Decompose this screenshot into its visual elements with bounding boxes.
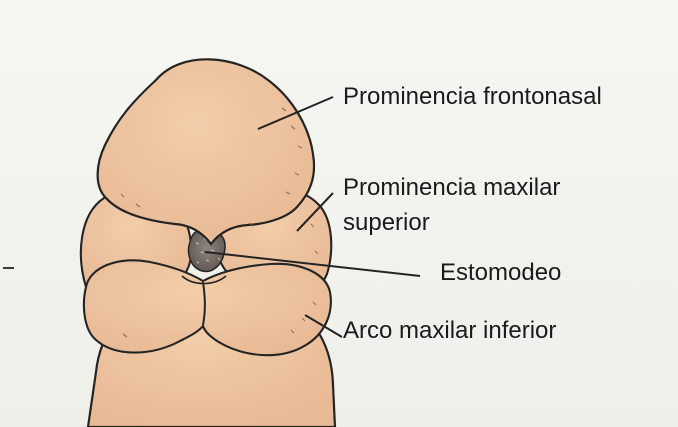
label-prominencia-maxilar-line2: superior [343,208,430,238]
label-prominencia-maxilar-line1: Prominencia maxilar [343,173,560,203]
label-estomodeo: Estomodeo [440,258,561,288]
label-arco-maxilar-inferior: Arco maxilar inferior [343,316,556,346]
label-prominencia-frontonasal: Prominencia frontonasal [343,82,602,112]
